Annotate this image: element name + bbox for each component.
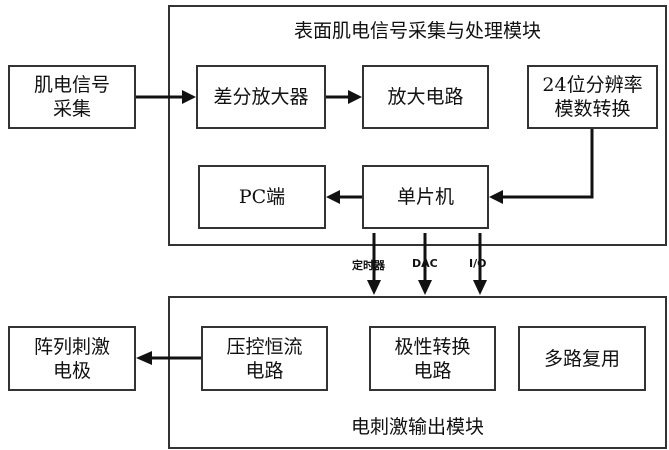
emg-signal-acquisition-line1: 肌电信号 bbox=[33, 74, 110, 96]
emg-acquisition-module-title: 表面肌电信号采集与处理模块 bbox=[293, 20, 541, 42]
adc-line1: 24位分辨率 bbox=[542, 74, 643, 96]
polarity-line2: 电路 bbox=[413, 359, 452, 382]
vcc-line2: 电路 bbox=[245, 359, 284, 382]
pc-block: PC端 bbox=[198, 165, 326, 229]
io-signal-label: I/O bbox=[469, 257, 487, 270]
vcc-line1: 压控恒流 bbox=[226, 335, 303, 358]
array-electrode-line1: 阵列刺激 bbox=[33, 335, 110, 358]
arrow-head bbox=[367, 280, 381, 295]
array-electrode-line2: 电极 bbox=[52, 359, 91, 382]
emg-signal-acquisition-block: 肌电信号采集 bbox=[8, 65, 136, 129]
adc-line2: 模数转换 bbox=[554, 98, 631, 120]
arrow-head bbox=[326, 190, 340, 204]
arrow-head bbox=[473, 280, 487, 295]
polarity-switch-block: 极性转换电路 bbox=[369, 326, 496, 391]
arrow-head bbox=[489, 190, 503, 204]
emg-acquisition-module bbox=[168, 5, 667, 246]
multiplexer-block: 多路复用 bbox=[518, 326, 646, 391]
amplifier-circuit-block: 放大电路 bbox=[362, 65, 489, 129]
arrow-head bbox=[418, 280, 432, 295]
timer-signal-label: 定时器 bbox=[352, 259, 385, 272]
voltage-controlled-current-block: 压控恒流电路 bbox=[201, 326, 328, 391]
wire-adc-to-mcu bbox=[502, 129, 594, 199]
arrow-head bbox=[182, 90, 196, 104]
mcu-block: 单片机 bbox=[362, 165, 489, 229]
stimulation-output-module bbox=[168, 296, 667, 449]
arrow-head bbox=[136, 351, 152, 365]
emg-signal-acquisition-line2: 采集 bbox=[52, 98, 91, 120]
stimulation-output-module-title: 电刺激输出模块 bbox=[350, 416, 484, 438]
array-electrode-block: 阵列刺激电极 bbox=[8, 326, 136, 391]
adc-block: 24位分辨率模数转换 bbox=[527, 65, 658, 129]
differential-amplifier-block: 差分放大器 bbox=[196, 65, 326, 129]
polarity-line1: 极性转换 bbox=[394, 335, 471, 358]
arrow-head bbox=[348, 90, 362, 104]
